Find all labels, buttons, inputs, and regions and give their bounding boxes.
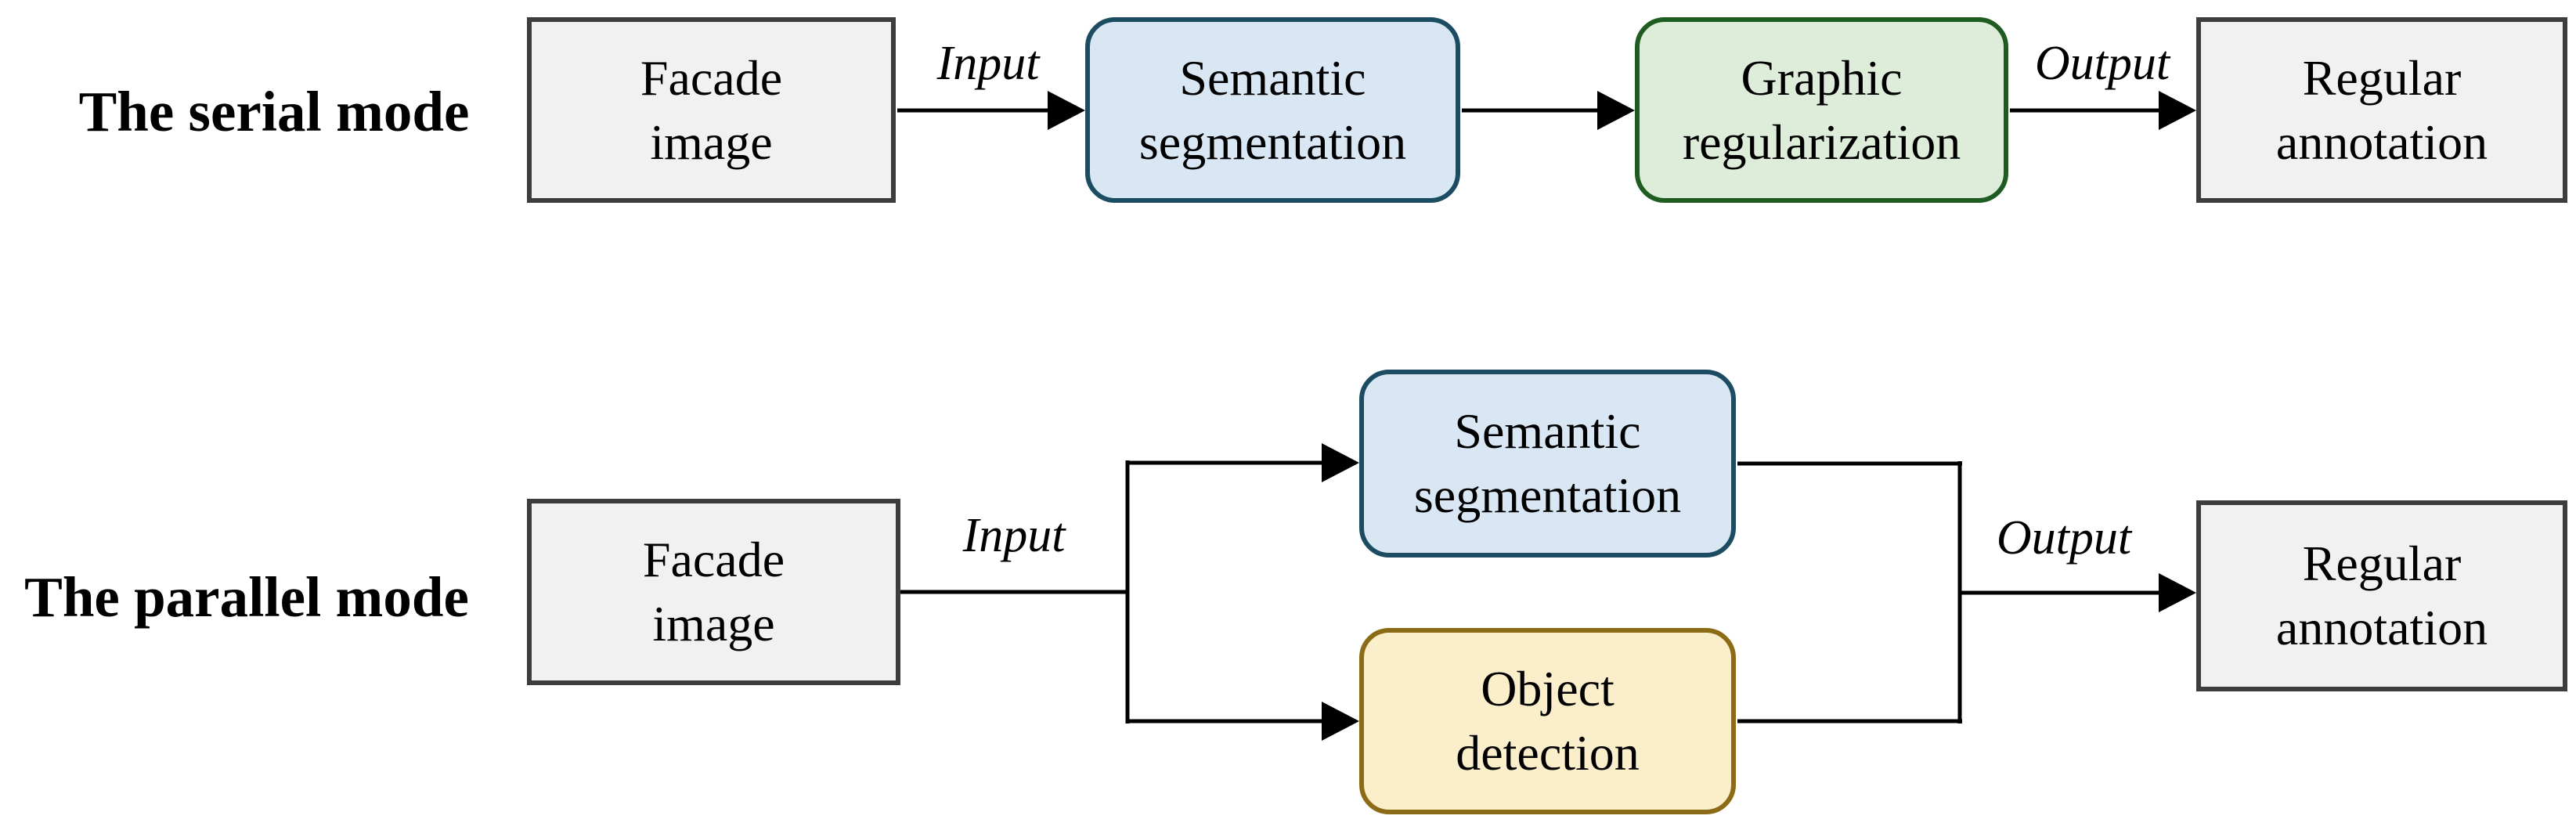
parallel-row-label: The parallel mode — [24, 565, 469, 629]
serial-mid-arrowhead-icon — [1597, 91, 1635, 130]
parallel-input-label: Input — [962, 508, 1066, 562]
serial-row-label: The serial mode — [78, 79, 470, 143]
parallel-output-label: Output — [1996, 511, 2132, 565]
serial-regular-annotation-node: Regular annotation — [2196, 17, 2567, 203]
parallel-regular-annotation-node: Regular annotation — [2196, 500, 2567, 691]
serial-input-label: Input — [936, 36, 1040, 90]
parallel-semantic-segmentation-node: Semantic segmentation — [1359, 370, 1736, 558]
parallel-branch-bottom-arrowhead-icon — [1322, 702, 1359, 741]
parallel-facade-image-node: Facade image — [527, 499, 900, 685]
serial-graphic-regularization-node: Graphic regularization — [1635, 17, 2008, 203]
serial-input-arrowhead-icon — [1048, 91, 1085, 130]
parallel-object-detection-node: Object detection — [1359, 628, 1736, 814]
serial-facade-image-node: Facade image — [527, 17, 896, 203]
serial-output-arrowhead-icon — [2159, 91, 2196, 130]
serial-semantic-segmentation-node: Semantic segmentation — [1085, 17, 1460, 203]
serial-output-label: Output — [2034, 36, 2170, 90]
parallel-branch-top-arrowhead-icon — [1322, 443, 1359, 482]
parallel-output-arrowhead-icon — [2159, 573, 2196, 612]
